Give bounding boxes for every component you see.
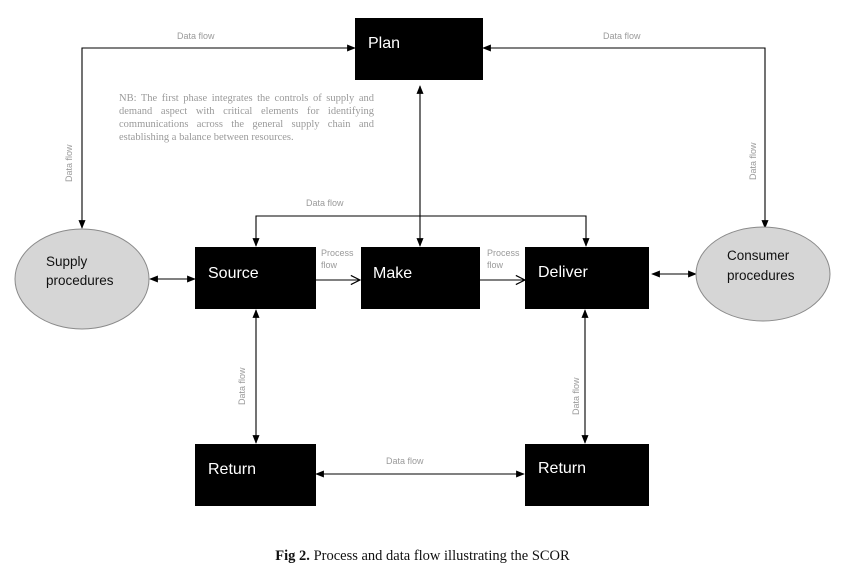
label-process-flow-1-line2: flow [321, 260, 338, 270]
node-return-right: Return [525, 444, 649, 506]
figure-caption: Fig 2. Process and data flow illustratin… [0, 548, 845, 565]
node-deliver: Deliver [525, 247, 649, 309]
supply-label-line2: procedures [46, 273, 114, 288]
node-return-left: Return [195, 444, 316, 506]
node-supply-procedures: Supply procedures [14, 228, 150, 330]
label-data-flow-return: Data flow [386, 456, 424, 466]
label-data-flow-supply-vertical: Data flow [64, 144, 74, 182]
caption-text: Process and data flow illustrating the S… [309, 548, 570, 564]
consumer-label-line2: procedures [727, 268, 795, 283]
node-return-right-label: Return [538, 460, 586, 477]
caption-label: Fig 2. [275, 548, 310, 564]
label-process-flow-2-line1: Process [487, 248, 520, 258]
connectors [78, 44, 769, 478]
node-return-left-label: Return [208, 461, 256, 478]
label-data-flow-source-deliver: Data flow [306, 198, 344, 208]
flow-labels: Data flow Data flow Data flow Data flow … [64, 31, 758, 466]
node-source-label: Source [208, 265, 259, 282]
node-consumer-procedures: Consumer procedures [695, 226, 831, 322]
edge-plan-supply [78, 44, 356, 229]
label-data-flow-deliver-return: Data flow [571, 377, 581, 415]
supply-label-line1: Supply [46, 254, 88, 269]
node-source: Source [195, 247, 316, 309]
node-plan: Plan [355, 18, 483, 80]
note-text: NB: The first phase integrates the contr… [119, 93, 374, 143]
label-data-flow-source-return: Data flow [237, 367, 247, 405]
node-plan-label: Plan [368, 35, 400, 52]
edge-source-deliver [252, 215, 590, 247]
label-data-flow-plan-supply: Data flow [177, 31, 215, 41]
label-data-flow-consumer-vertical: Data flow [748, 142, 758, 180]
edge-plan-consumer [482, 44, 769, 229]
node-make-label: Make [373, 265, 412, 282]
consumer-label-line1: Consumer [727, 248, 790, 263]
label-data-flow-plan-consumer: Data flow [603, 31, 641, 41]
label-process-flow-1-line1: Process [321, 248, 354, 258]
node-make: Make [361, 247, 480, 309]
label-process-flow-2-line2: flow [487, 260, 504, 270]
node-deliver-label: Deliver [538, 264, 588, 281]
